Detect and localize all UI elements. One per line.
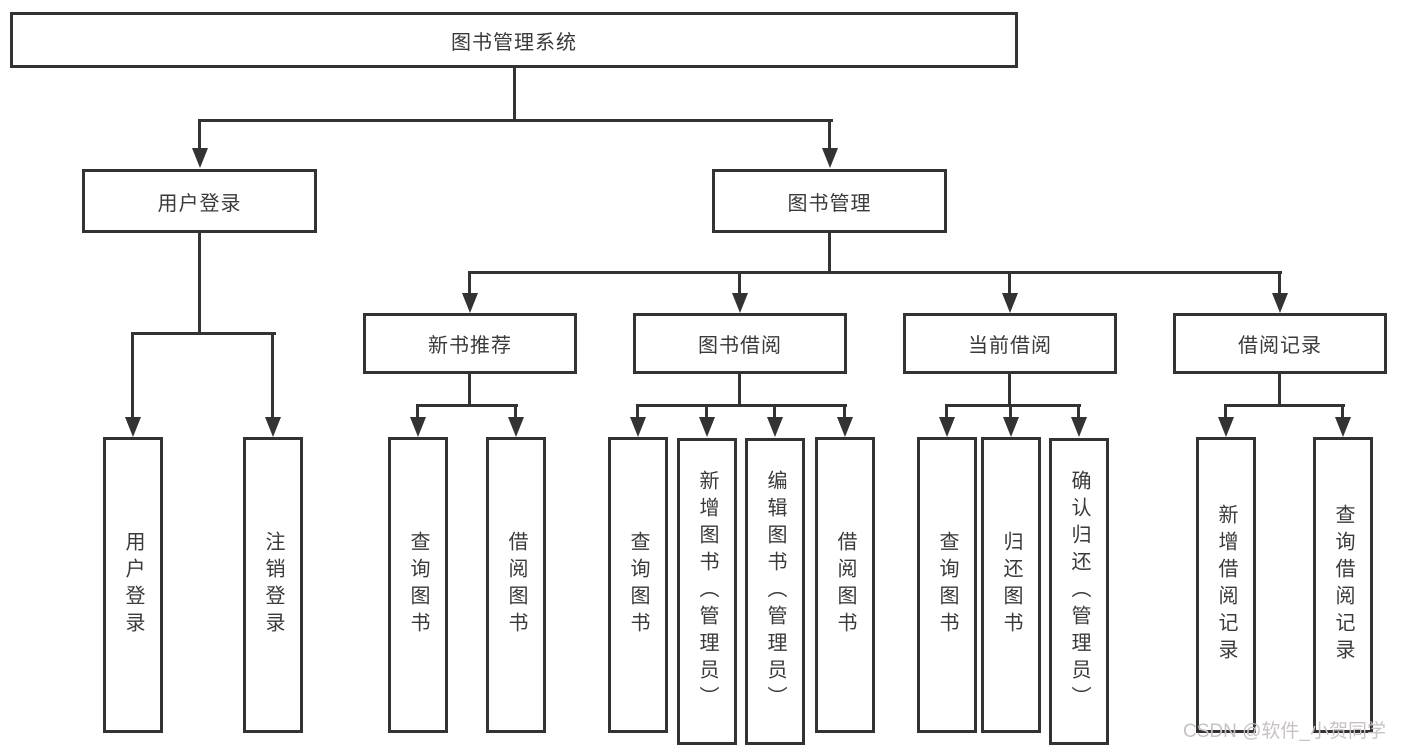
leaf-add-book-admin: 新增图书（管理员） [677,438,737,745]
arrow-down-icon [1071,417,1087,437]
connector-leaf-shaft [271,332,274,418]
connector-borrow-record-shaft [1278,271,1281,295]
arrow-down-icon [837,417,853,437]
connector-borrow-record-rail [1224,404,1345,407]
connector-leaf-shaft [514,404,517,419]
node-book-borrow-label: 图书借阅 [698,335,782,357]
arrow-down-icon [192,148,208,168]
leaf-label: 查询图书 [936,531,958,639]
connector-current-borrow-rail [945,404,1081,407]
arrow-down-icon [508,417,524,437]
arrow-down-icon [767,417,783,437]
node-current-borrow: 当前借阅 [903,313,1117,374]
connector-root-stub [513,68,516,122]
connector-leaf-shaft [1224,404,1227,419]
leaf-confirm-return-admin: 确认归还（管理员） [1049,438,1109,745]
connector-book-borrow-rail [636,404,847,407]
leaf-label: 借阅图书 [505,531,527,639]
connector-new-book-rail [416,404,518,407]
connector-leaf-shaft [705,404,708,419]
connector-new-book-shaft [468,271,471,295]
node-borrow-record: 借阅记录 [1173,313,1387,374]
connector-current-borrow-stub [1008,374,1011,407]
arrow-down-icon [822,148,838,168]
leaf-label: 查询图书 [407,531,429,639]
leaf-borrow-book: 借阅图书 [486,437,546,733]
leaf-label: 归还图书 [1000,531,1022,639]
arrow-down-icon [1003,417,1019,437]
arrow-down-icon [265,417,281,437]
leaf-user-login: 用户登录 [103,437,163,733]
connector-leaf-shaft [1009,404,1012,419]
leaf-return-book: 归还图书 [981,437,1041,733]
leaf-query-book: 查询图书 [917,437,977,733]
connector-user-login-stub [198,233,201,335]
node-user-login-label: 用户登录 [157,192,242,215]
connector-new-book-stub [468,374,471,407]
arrow-down-icon [699,417,715,437]
leaf-label: 借阅图书 [834,531,856,639]
node-new-book-recommend: 新书推荐 [363,313,577,374]
leaf-label: 用户登录 [122,531,144,639]
leaf-label: 查询图书 [627,531,649,639]
leaf-label: 确认归还（管理员） [1068,470,1090,713]
connector-borrow-record-stub [1278,374,1281,407]
connector-user-login-rail [131,332,276,335]
leaf-label: 注销登录 [262,531,284,639]
arrow-down-icon [410,417,426,437]
node-book-management-label: 图书管理 [787,192,872,215]
connector-book-mgmt-shaft [828,119,831,149]
node-book-management: 图书管理 [712,169,947,233]
node-user-login: 用户登录 [82,169,317,233]
arrow-down-icon [125,417,141,437]
node-root: 图书管理系统 [10,12,1018,68]
connector-current-borrow-shaft [1008,271,1011,295]
arrow-down-icon [1335,417,1351,437]
csdn-watermark: CSDN @软件_小贺同学 [1183,721,1386,742]
connector-leaf-shaft [945,404,948,419]
leaf-label: 新增借阅记录 [1215,504,1237,666]
leaf-add-borrow-record: 新增借阅记录 [1196,437,1256,733]
connector-leaf-shaft [416,404,419,419]
leaf-query-borrow-record: 查询借阅记录 [1313,437,1373,733]
arrow-down-icon [630,417,646,437]
connector-leaf-shaft [1077,404,1080,419]
leaf-label: 编辑图书（管理员） [764,470,786,713]
leaf-query-book: 查询图书 [388,437,448,733]
connector-book-mgmt-stub [828,233,831,274]
leaf-borrow-book: 借阅图书 [815,437,875,733]
node-new-book-recommend-label: 新书推荐 [428,335,512,357]
arrow-down-icon [462,293,478,313]
arrow-down-icon [1002,293,1018,313]
connector-book-borrow-shaft [738,271,741,295]
connector-leaf-shaft [636,404,639,419]
connector-level3-rail [468,271,1282,274]
node-root-label: 图书管理系统 [451,31,577,54]
arrow-down-icon [1218,417,1234,437]
leaf-logout: 注销登录 [243,437,303,733]
node-book-borrow: 图书借阅 [633,313,847,374]
leaf-label: 查询借阅记录 [1332,504,1354,666]
connector-leaf-shaft [773,404,776,419]
node-borrow-record-label: 借阅记录 [1238,335,1322,357]
arrow-down-icon [1272,293,1288,313]
connector-leaf-shaft [1341,404,1344,419]
connector-user-login-shaft [198,119,201,149]
arrow-down-icon [732,293,748,313]
leaf-label: 新增图书（管理员） [696,470,718,713]
leaf-edit-book-admin: 编辑图书（管理员） [745,438,805,745]
connector-leaf-shaft [131,332,134,418]
connector-level2-rail [198,119,833,122]
leaf-query-book: 查询图书 [608,437,668,733]
node-current-borrow-label: 当前借阅 [968,335,1052,357]
arrow-down-icon [939,417,955,437]
connector-book-borrow-stub [738,374,741,407]
connector-leaf-shaft [843,404,846,419]
